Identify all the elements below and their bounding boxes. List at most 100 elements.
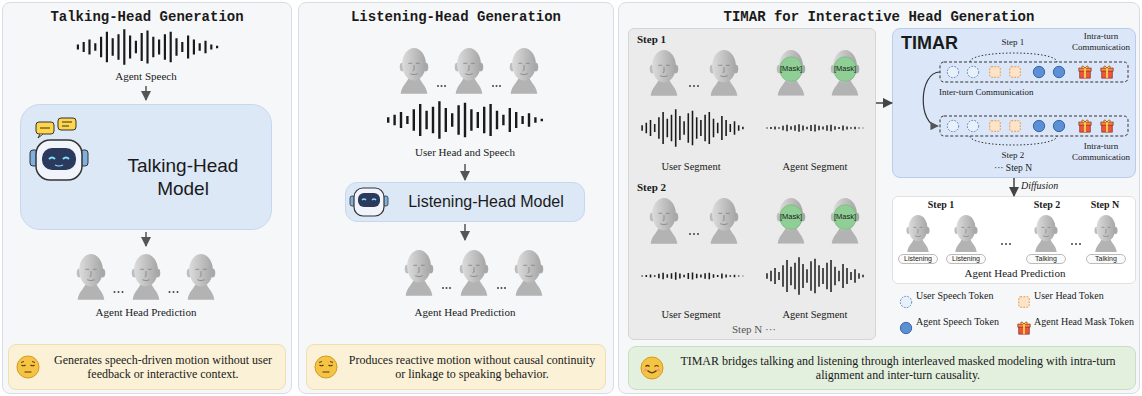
note-text: Generates speech-driven motion without u… <box>45 353 281 382</box>
waveform <box>767 124 863 131</box>
head-mesh <box>405 250 434 296</box>
legend-label: User Speech Token <box>916 290 1008 302</box>
input-label: User Head and Speech <box>380 146 550 159</box>
head-mesh <box>1034 215 1057 252</box>
caption-label: Agent Head Prediction <box>933 267 1097 280</box>
mask-label: [Mask] <box>829 212 861 221</box>
inter-turn-arc <box>923 72 940 126</box>
step-label: Step 1 <box>637 33 697 46</box>
step-arc <box>970 53 1057 62</box>
edge-label: Diffusion <box>1021 180 1091 192</box>
token-row <box>947 66 1113 78</box>
head-mesh <box>187 254 216 300</box>
robot-icon <box>350 188 388 216</box>
ellipsis-dots <box>689 233 699 235</box>
flow-arrow <box>145 86 147 100</box>
mask-label: [Mask] <box>775 212 807 221</box>
model-label: Talking-Head Model <box>101 155 265 201</box>
note-box: Produces reactive motion without causal … <box>306 344 606 390</box>
emoji <box>17 356 39 378</box>
head-mesh <box>710 50 739 96</box>
token-row <box>947 120 1113 132</box>
model-box: Listening-Head Model <box>345 182 585 222</box>
state-tag: Talking <box>1026 254 1066 264</box>
annotation: Intra-turn Communication <box>1069 31 1133 53</box>
step-label: Step 2 <box>637 181 697 194</box>
waveform <box>642 272 743 279</box>
panel-title: TIMAR for Interactive Head Generation <box>619 9 1139 26</box>
legend-sample <box>1018 322 1030 334</box>
output-label: Agent Head Prediction <box>66 306 226 319</box>
head-mesh <box>132 254 161 300</box>
step-label: Step 1 <box>911 199 971 211</box>
flow-arrow <box>876 102 892 104</box>
flow-arrow <box>464 224 466 240</box>
step-label: Step N ··· <box>699 323 809 336</box>
panel: Talking-Head GenerationTalking-Head Mode… <box>2 2 292 394</box>
step-label: Step N <box>1077 199 1133 211</box>
step-arc <box>970 136 1057 145</box>
waveform <box>767 257 863 294</box>
head-mesh <box>510 48 539 94</box>
ellipsis-dots <box>1001 243 1081 245</box>
ellipsis-dots <box>442 287 506 289</box>
legend-sample <box>900 322 911 333</box>
step-panel: Step 1User SegmentAgent SegmentStep 2Use… <box>628 28 876 340</box>
panel: TIMAR for Interactive Head GenerationSte… <box>618 2 1140 394</box>
state-tag: Listening <box>898 254 938 264</box>
step-label: Step 2 <box>1022 199 1072 211</box>
step-label: Step 1 <box>985 37 1041 48</box>
flow-arrow <box>464 164 466 180</box>
panel-title: Talking-Head Generation <box>3 9 291 26</box>
step-label: Step 2 <box>985 150 1041 161</box>
note-box: TIMAR bridges talking and listening thro… <box>628 346 1136 390</box>
token-sequence <box>940 116 1128 136</box>
input-label: Agent Speech <box>86 70 206 83</box>
robot-icon <box>30 118 88 180</box>
prediction-box: Step 1 Step 2 Step N Agent Head Prediction <box>892 196 1136 284</box>
ellipsis-dots <box>437 85 501 87</box>
annotation: Intra-turn Communication <box>1069 141 1133 163</box>
segment-label: User Segment <box>633 309 749 322</box>
head-mesh <box>400 48 429 94</box>
note-text: Produces reactive motion without causal … <box>343 353 601 382</box>
panel-title: Listening-Head Generation <box>299 9 613 26</box>
head-mesh <box>650 50 679 96</box>
ellipsis-dots <box>114 291 179 293</box>
model-box: Talking-Head Model <box>20 104 272 230</box>
emoji <box>641 357 663 379</box>
head-mesh <box>954 215 977 252</box>
head-mesh <box>460 250 489 296</box>
note-text: TIMAR bridges talking and listening thro… <box>665 354 1131 383</box>
head-mesh <box>1094 215 1117 252</box>
token-sequence <box>940 62 1128 82</box>
flow-arrow <box>145 232 147 246</box>
flow-arrow <box>1013 178 1015 196</box>
legend-sample <box>900 296 911 307</box>
emoji <box>315 356 337 378</box>
head-mesh <box>515 250 544 296</box>
ellipsis-dots <box>689 85 699 87</box>
waveform <box>78 29 217 64</box>
legend-label: User Head Token <box>1034 290 1134 302</box>
output-label: Agent Head Prediction <box>385 306 545 319</box>
segment-label: Agent Segment <box>757 161 873 174</box>
mask-label: [Mask] <box>829 64 861 73</box>
legend-label: Agent Head Mask Token <box>1034 316 1134 328</box>
legend-label: Agent Speech Token <box>916 316 1008 328</box>
head-mesh <box>77 254 106 300</box>
state-tag: Listening <box>946 254 986 264</box>
step-label: ··· Step N <box>973 163 1053 174</box>
model-box: TIMARStep 1Intra-turn CommunicationInter… <box>892 28 1136 178</box>
waveform <box>642 109 743 146</box>
head-mesh <box>710 198 739 244</box>
mask-label: [Mask] <box>775 64 807 73</box>
annotation: Inter-turn Communication <box>939 87 1059 98</box>
model-name: TIMAR <box>901 33 977 55</box>
panel: Listening-Head GenerationListening-Head … <box>298 2 614 394</box>
note-box: Generates speech-driven motion without u… <box>8 344 286 390</box>
state-tag: Talking <box>1086 254 1126 264</box>
head-mesh <box>906 215 929 252</box>
